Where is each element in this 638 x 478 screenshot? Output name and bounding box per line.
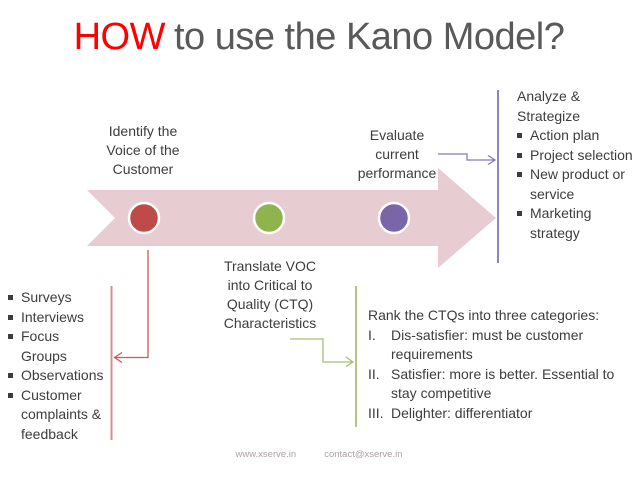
bullet-square-icon xyxy=(8,314,13,320)
list-item-label: Dis-satisfier: must be customer requirem… xyxy=(391,326,584,363)
bullet-square-icon xyxy=(517,172,522,177)
ctq-ranking-heading: Rank the CTQs into three categories: xyxy=(368,307,600,323)
bullet-square-icon xyxy=(517,133,522,138)
step3-label: Evaluate current performance xyxy=(357,127,437,181)
list-item: I. Dis-satisfier: must be customer requi… xyxy=(368,326,636,365)
roman-numeral: III. xyxy=(368,404,384,421)
connector-step1-to-voc-sources xyxy=(113,250,149,364)
list-item: II. Satisfier: more is better. Essential… xyxy=(368,365,636,404)
roman-numeral: II. xyxy=(368,365,380,382)
bullet-square-icon xyxy=(517,211,522,216)
list-item: New product or service xyxy=(517,165,633,204)
list-item-label: Interviews xyxy=(21,308,85,325)
step2-label: Translate VOC into Critical to Quality (… xyxy=(223,258,317,331)
list-item: III. Delighter: differentiator xyxy=(368,404,636,424)
bullet-square-icon xyxy=(8,334,13,339)
connector-step3-to-analyze xyxy=(438,153,497,166)
list-item-label: New product or service xyxy=(530,166,625,202)
title-highlight: HOW xyxy=(73,16,166,58)
list-item: Interviews xyxy=(8,308,108,328)
list-item: Action plan xyxy=(517,126,633,146)
title-rest: to use the Kano Model? xyxy=(173,16,565,58)
list-item-label: Project selection xyxy=(530,146,633,163)
analyze-heading: Analyze & Strategize xyxy=(517,88,581,124)
slide-footer: www.xserve.in contact@xserve.in xyxy=(0,449,638,460)
list-item: Project selection xyxy=(517,146,633,166)
step2-circle xyxy=(252,201,286,235)
list-item: Marketing strategy xyxy=(517,204,633,243)
step3-circle xyxy=(377,201,411,235)
bullet-square-icon xyxy=(8,295,13,300)
list-item: Surveys xyxy=(8,288,108,308)
list-item: Observations xyxy=(8,366,108,386)
ctq-ranking-block: Rank the CTQs into three categories: I. … xyxy=(368,306,636,423)
footer-email: contact@xserve.in xyxy=(324,449,403,460)
list-item-label: Focus Groups xyxy=(21,328,67,364)
list-item-label: Marketing strategy xyxy=(530,205,592,241)
list-item-label: Satisfier: more is better. Essential to … xyxy=(391,365,615,402)
list-item-label: Customer complaints & feedback xyxy=(21,386,102,442)
list-item-label: Observations xyxy=(21,367,104,383)
footer-website: www.xserve.in xyxy=(235,449,297,460)
list-item-label: Surveys xyxy=(21,289,72,305)
bullet-square-icon xyxy=(517,152,522,158)
process-arrow-shape xyxy=(87,168,496,268)
list-item-label: Delighter: differentiator xyxy=(391,404,533,421)
list-item: Focus Groups xyxy=(8,327,108,366)
bullet-square-icon xyxy=(8,373,13,378)
list-item-label: Action plan xyxy=(530,127,600,143)
roman-numeral: I. xyxy=(368,326,376,343)
voc-sources-block: Surveys Interviews Focus Groups Observat… xyxy=(8,288,108,444)
analyze-strategize-block: Analyze & Strategize Action plan Project… xyxy=(517,87,633,243)
list-item: Customer complaints & feedback xyxy=(8,386,108,445)
step1-circle xyxy=(127,201,161,235)
connector-step2-to-ctq-ranking xyxy=(290,338,355,368)
step1-label: Identify the Voice of the Customer xyxy=(106,123,180,177)
bullet-square-icon xyxy=(8,392,13,398)
